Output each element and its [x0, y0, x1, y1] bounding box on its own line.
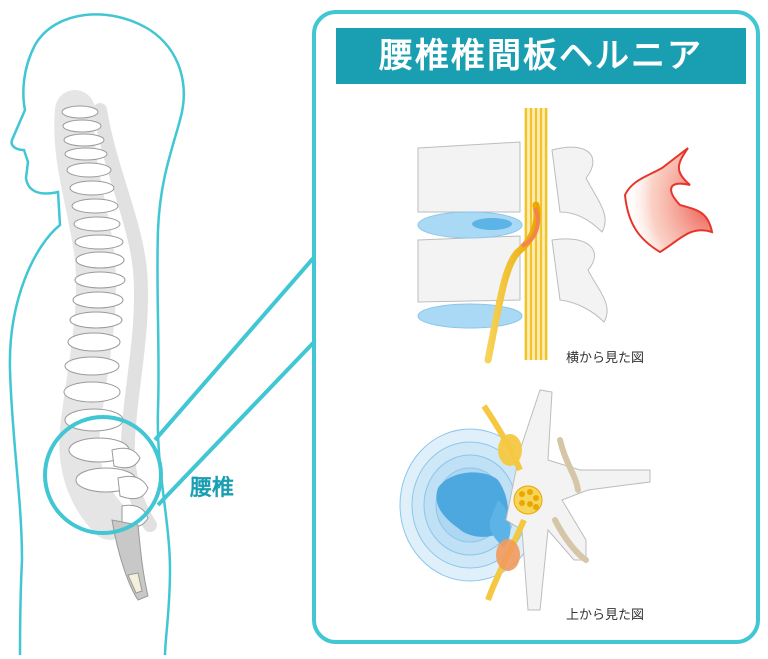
callout-line-bottom: [156, 338, 318, 507]
page-title: 腰椎椎間板ヘルニア: [336, 28, 746, 84]
lumbar-highlight-circle: [43, 415, 163, 535]
side-view-caption: 横から見た図: [566, 351, 645, 366]
top-view: [399, 389, 651, 611]
body-outline: [8, 13, 151, 656]
pain-burst: [623, 147, 714, 254]
spine: [54, 90, 157, 601]
top-view-caption: 上から見た図: [566, 608, 645, 623]
callout-line-top: [153, 253, 318, 442]
region-label: 腰椎: [190, 476, 235, 501]
side-view: [417, 108, 714, 364]
body-outline-back: [149, 28, 185, 656]
